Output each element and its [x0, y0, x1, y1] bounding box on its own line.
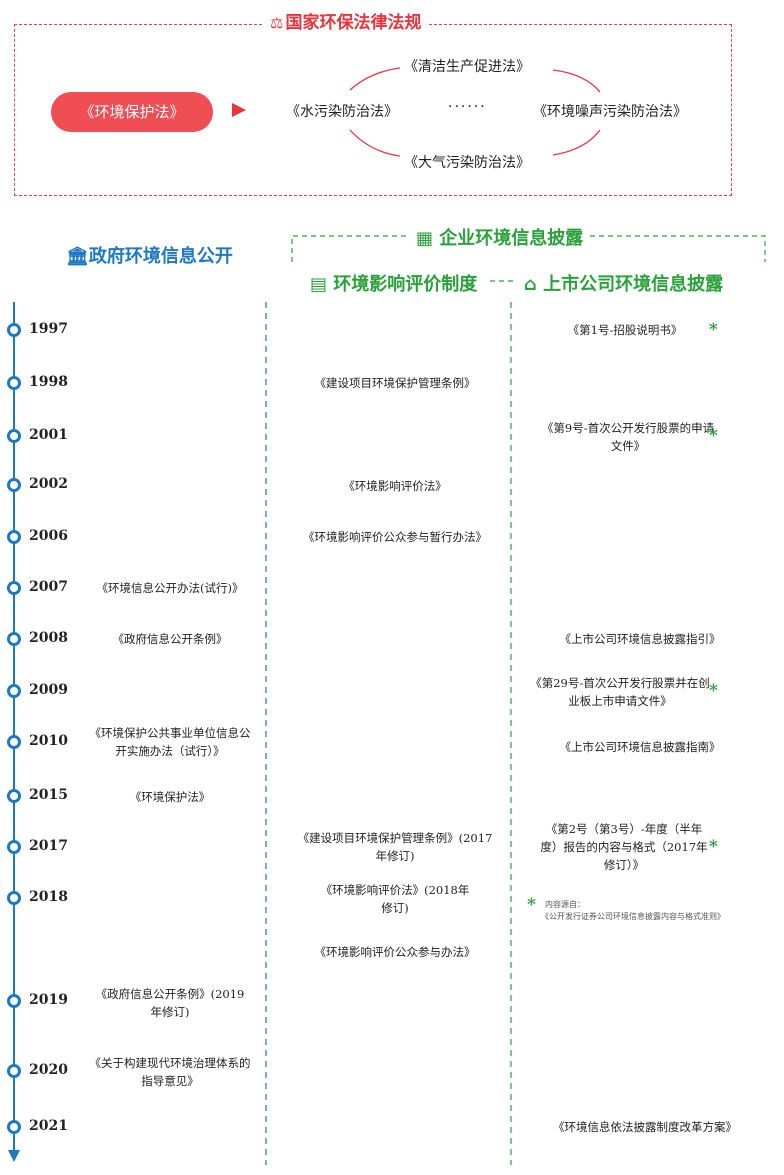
gov-disclosure-header-text: 政府环境信息公开	[88, 246, 233, 267]
national-law-title: ⚖国家环保法律法规	[264, 10, 428, 36]
year-label: 2006	[29, 528, 68, 544]
law-connectors	[349, 67, 601, 157]
gov-item-2020: 《关于构建现代环境治理体系的指导意见》	[89, 1056, 251, 1088]
eia-system-header-text: 环境影响评价制度	[333, 274, 478, 295]
timeline-dot-2020	[7, 1064, 21, 1078]
timeline-dot-2015	[7, 789, 21, 803]
listed-item-2010: 《上市公司环境信息披露指南》	[559, 740, 721, 754]
timeline-dot-2010	[7, 735, 21, 749]
source-star-icon: *	[709, 837, 718, 857]
office-building-icon: ▦	[416, 228, 434, 249]
eia-item-2018: 《环境影响评价法》(2018年修订)	[320, 883, 470, 915]
listed-item-2001: 《第9号-首次公开发行股票的申请文件》	[541, 421, 715, 453]
year-label: 2008	[29, 630, 68, 646]
source-star-icon: *	[709, 681, 718, 701]
air-pollution-law: 《大气污染防治法》	[404, 155, 530, 171]
law-ellipsis: ······	[448, 99, 487, 115]
timeline-dot-2008	[7, 632, 21, 646]
year-label: 2017	[29, 838, 68, 854]
source-star-icon: *	[709, 426, 718, 446]
clean-production-law: 《清洁生产促进法》	[404, 59, 530, 75]
eia-item-2017: 《建设项目环境保护管理条例》(2017年修订)	[297, 831, 493, 863]
year-label: 2010	[29, 733, 68, 749]
source-note-star-icon: *	[527, 895, 536, 915]
gov-item-2010: 《环境保护公共事业单位信息公开实施办法（试行）》	[89, 726, 251, 758]
eia-item-2006: 《环境影响评价公众参与暂行办法》	[303, 530, 487, 544]
timeline-dot-2009	[7, 684, 21, 698]
env-protection-law-pill: 《环境保护法》	[51, 92, 213, 132]
timeline-dot-2017	[7, 840, 21, 854]
national-law-title-text: 国家环保法律法规	[285, 13, 422, 33]
timeline-dot-2001	[7, 429, 21, 443]
listed-item-1997: 《第1号-招股说明书》	[567, 323, 683, 337]
listed-item-2008: 《上市公司环境信息披露指引》	[559, 632, 721, 646]
year-label: 1998	[29, 374, 68, 390]
year-label: 2019	[29, 992, 68, 1008]
year-label: 2018	[29, 889, 68, 905]
enterprise-disclosure-header: ▦ 企业环境信息披露	[410, 224, 590, 250]
timeline-dot-2018	[7, 891, 21, 905]
gov-item-2015: 《环境保护法》	[129, 790, 211, 804]
arrow-right-icon	[232, 103, 246, 117]
listed-company-header-text: 上市公司环境信息披露	[543, 274, 724, 295]
source-note-label: 内容源自：	[545, 900, 585, 909]
scales-icon: ⚖	[270, 14, 284, 32]
year-label: 2009	[29, 682, 68, 698]
noise-pollution-law: 《环境噪声污染防治法》	[533, 104, 687, 120]
timeline-dot-2007	[7, 581, 21, 595]
government-building-icon: 🏛	[66, 246, 89, 267]
timeline-arrow-icon	[8, 1150, 20, 1162]
water-pollution-law: 《水污染防治法》	[286, 104, 398, 120]
year-label: 1997	[29, 321, 68, 337]
year-label: 2001	[29, 427, 68, 443]
listed-company-header: ⌂ 上市公司环境信息披露	[524, 270, 723, 296]
timeline-dot-1997	[7, 323, 21, 337]
source-note-text: 《公开发行证券公司环境信息披露内容与格式准则》	[541, 912, 725, 921]
year-label: 2015	[29, 787, 68, 803]
year-label: 2007	[29, 579, 68, 595]
house-icon: ⌂	[524, 274, 537, 295]
listed-item-2009: 《第29号-首次公开发行股票并在创业板上市申请文件》	[530, 676, 710, 708]
gov-item-2008: 《政府信息公开条例》	[112, 632, 228, 646]
timeline-dot-2019	[7, 994, 21, 1008]
connector-clean-right	[552, 69, 601, 93]
gov-disclosure-header: 🏛政府环境信息公开	[66, 242, 233, 268]
timeline-dot-2021	[7, 1120, 21, 1134]
connector-clean-left	[349, 67, 401, 91]
eia-item-2002: 《环境影响评价法》	[343, 479, 447, 493]
timeline-dot-2006	[7, 530, 21, 544]
gov-item-2019: 《政府信息公开条例》(2019年修订)	[95, 987, 245, 1019]
connector-air-right	[552, 129, 601, 156]
enterprise-disclosure-header-text: 企业环境信息披露	[439, 228, 584, 249]
year-label: 2021	[29, 1118, 68, 1134]
eia-item-1998: 《建设项目环境保护管理条例》	[314, 376, 476, 390]
source-star-icon: *	[709, 320, 718, 340]
timeline-dot-2002	[7, 478, 21, 492]
document-icon: ▤	[310, 274, 328, 295]
listed-item-2017: 《第2号（第3号）-年度（半年度）报告的内容与格式（2017年修订）》	[540, 822, 708, 872]
eia-system-header: ▤ 环境影响评价制度	[310, 270, 477, 296]
year-label: 2020	[29, 1062, 68, 1078]
gov-item-2007: 《环境信息公开办法(试行)》	[96, 581, 244, 595]
year-label: 2002	[29, 476, 68, 492]
connector-air-left	[349, 129, 401, 157]
eia-item-2018-public: 《环境影响评价公众参与办法》	[314, 945, 476, 959]
listed-item-2021: 《环境信息依法披露制度改革方案》	[553, 1120, 737, 1134]
timeline-dot-1998	[7, 376, 21, 390]
